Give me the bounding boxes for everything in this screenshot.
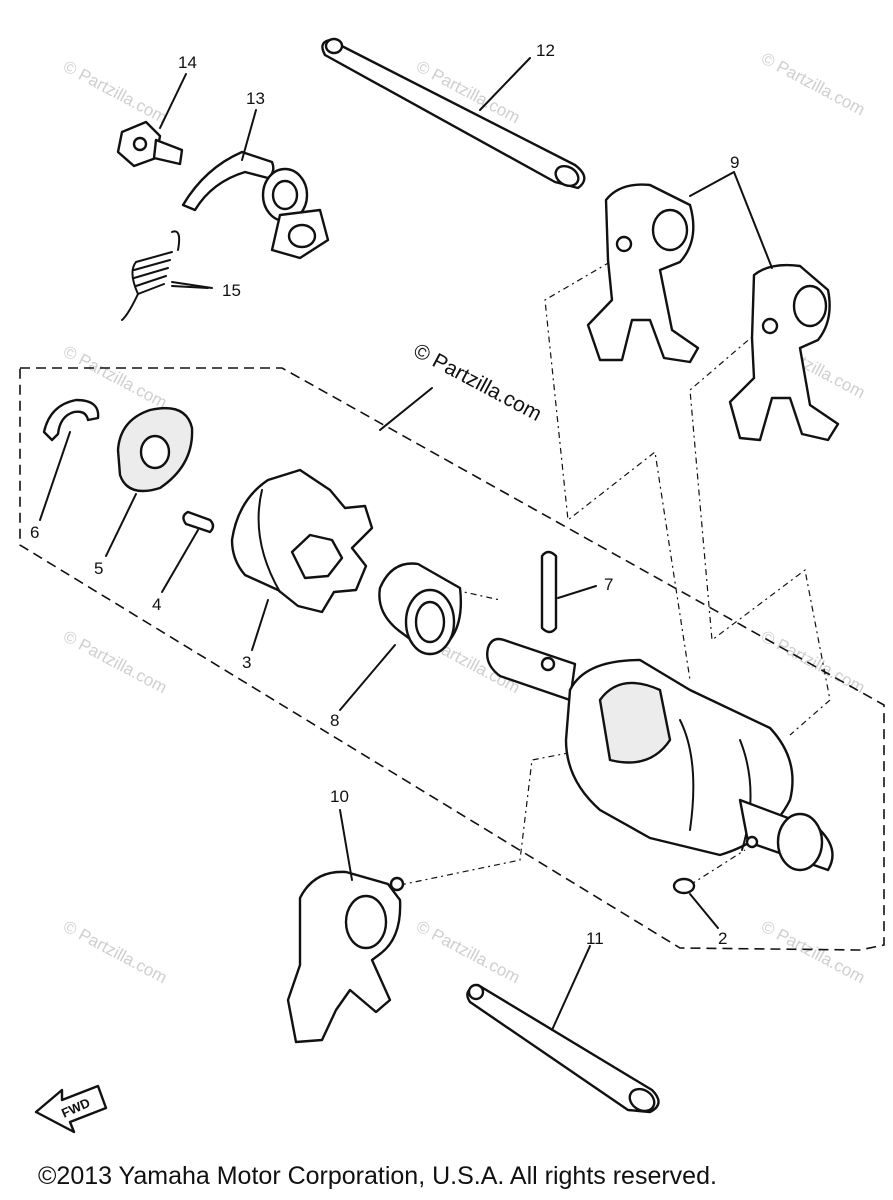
watermark-text: © Partzilla.com (60, 627, 170, 698)
part-8-bearing (378, 562, 462, 656)
assembly-outline (19, 367, 885, 951)
alignment-lines (399, 261, 831, 886)
part-9-shift-fork-b (728, 263, 840, 442)
part-12-shift-fork-shaft (321, 37, 586, 190)
part-2-pin (672, 877, 696, 895)
part-10-shift-fork (286, 870, 405, 1044)
callout-8: 8 (330, 711, 339, 730)
fwd-arrow-icon: FWD (34, 1084, 108, 1134)
callout-7: 7 (604, 575, 613, 594)
part-3-segment (230, 468, 374, 614)
callout-5: 5 (94, 559, 103, 578)
watermark-main: © Partzilla.com (410, 339, 546, 426)
callout-labels: 14 13 15 12 9 6 5 4 3 8 7 10 2 11 (30, 41, 739, 948)
callout-12: 12 (536, 41, 555, 60)
watermark-group: © Partzilla.com © Partzilla.com © Partzi… (60, 49, 868, 988)
part-15-spring (121, 230, 209, 321)
leader-lines (39, 57, 773, 1031)
watermark-text: © Partzilla.com (758, 917, 868, 988)
shift-drum (486, 637, 834, 872)
callout-6: 6 (30, 523, 39, 542)
part-14-bolt (116, 120, 184, 168)
part-13-stopper-lever (181, 150, 330, 260)
part-6-circlip (42, 398, 100, 442)
callout-13: 13 (246, 89, 265, 108)
part-4-pin (182, 510, 215, 534)
watermark-text: © Partzilla.com (758, 49, 868, 120)
copyright-footer: ©2013 Yamaha Motor Corporation, U.S.A. A… (38, 1162, 717, 1190)
part-11-shift-fork-shaft (466, 983, 660, 1114)
callout-11: 11 (586, 929, 604, 948)
callout-4: 4 (152, 595, 161, 614)
watermark-text: © Partzilla.com (60, 57, 170, 128)
callout-9: 9 (730, 153, 739, 172)
callout-14: 14 (178, 53, 197, 72)
part-7-dowel-pin (540, 550, 558, 634)
callout-3: 3 (242, 653, 251, 672)
part-9-shift-fork-a (586, 183, 700, 364)
watermark-text: © Partzilla.com (60, 917, 170, 988)
callout-2: 2 (718, 929, 727, 948)
callout-10: 10 (330, 787, 349, 806)
watermark-text: © Partzilla.com (413, 917, 523, 988)
callout-15: 15 (222, 281, 241, 300)
part-5-washer (116, 406, 194, 493)
